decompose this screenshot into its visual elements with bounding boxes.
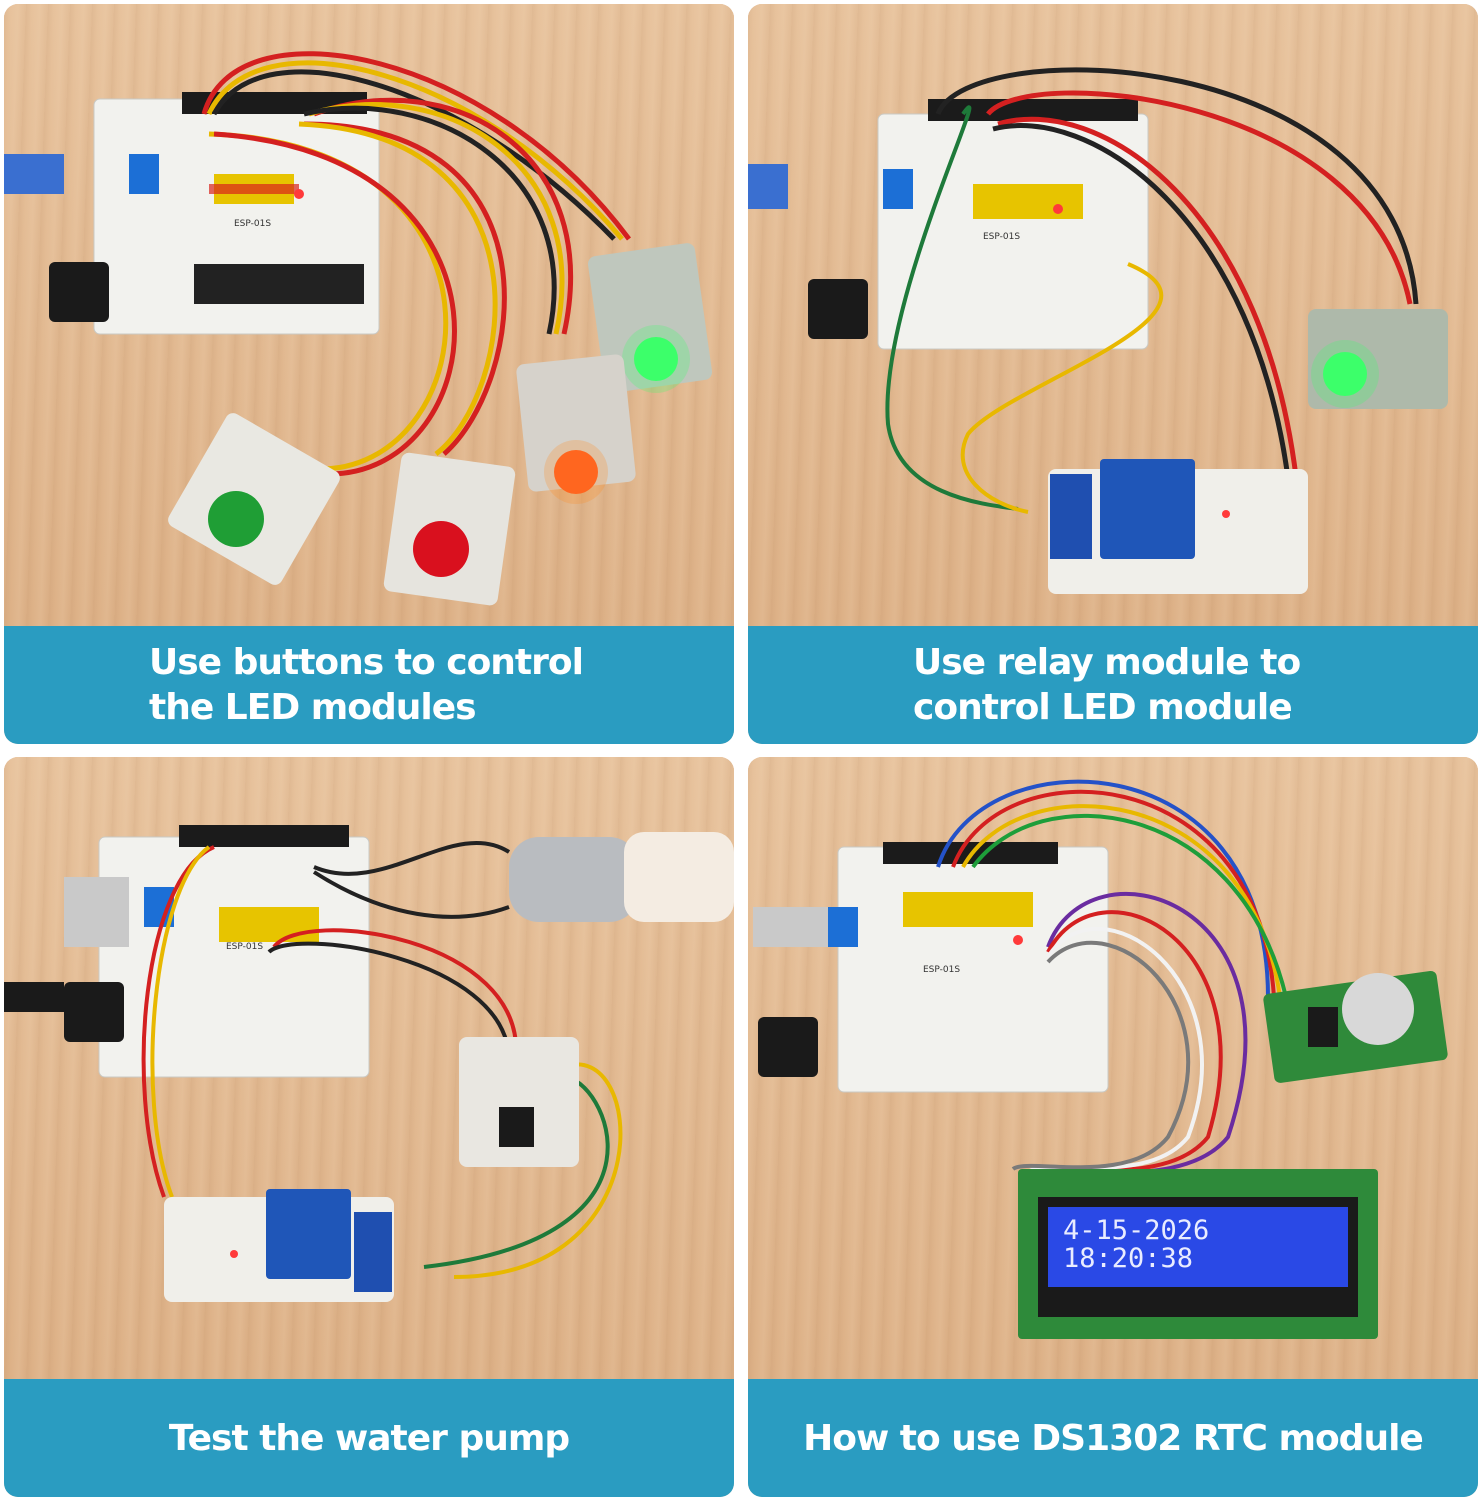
caption-line-2: the LED modules	[149, 687, 477, 728]
panel-rtc-module: ESP-01S 4-15-2026 18:20:38	[748, 757, 1478, 1497]
lcd-line-1: 4-15-2026	[1063, 1215, 1209, 1246]
caption-bar: Test the water pump	[4, 1379, 734, 1497]
usb-cable	[748, 164, 788, 209]
panel-relay-led: ESP-01S Use relay module to	[748, 4, 1478, 744]
shield-board: ESP-01S	[753, 842, 1109, 1093]
button-module-green	[168, 413, 340, 585]
rtc-module	[1263, 970, 1448, 1083]
lcd-module: 4-15-2026 18:20:38	[1018, 1169, 1378, 1339]
panel-buttons-led: ESP-01S	[4, 4, 734, 744]
board-label: ESP-01S	[226, 942, 263, 952]
lcd-line-2: 18:20:38	[1063, 1243, 1193, 1274]
photo-water-pump: ESP-01S	[4, 757, 734, 1379]
photo-rtc-module: ESP-01S 4-15-2026 18:20:38	[748, 757, 1478, 1379]
caption: Test the water pump	[19, 1416, 719, 1461]
caption-bar: How to use DS1302 RTC module	[748, 1379, 1478, 1497]
board-label: ESP-01S	[923, 965, 960, 975]
caption-line-1: How to use DS1302 RTC module	[803, 1417, 1424, 1459]
caption-bar: Use buttons to control the LED modules	[4, 626, 734, 744]
water-pump	[509, 832, 734, 922]
shield-board: ESP-01S	[49, 92, 380, 335]
power-adapter-module	[459, 1037, 579, 1167]
shield-board: ESP-01S	[64, 825, 370, 1078]
relay-module	[164, 1189, 394, 1302]
caption-bar: Use relay module to control LED module	[748, 626, 1478, 744]
board-label: ESP-01S	[983, 232, 1020, 242]
caption-line-2: control LED module	[913, 687, 1293, 728]
led-module-green	[1308, 309, 1448, 409]
photo-buttons-led: ESP-01S	[4, 4, 734, 626]
caption: How to use DS1302 RTC module	[763, 1416, 1463, 1461]
caption: Use buttons to control the LED modules	[149, 640, 589, 730]
caption-line-1: Use buttons to control	[149, 642, 584, 683]
caption: Use relay module to control LED module	[913, 640, 1313, 730]
board-label: ESP-01S	[234, 219, 271, 229]
caption-line-1: Test the water pump	[168, 1417, 570, 1459]
usb-cable	[4, 154, 64, 194]
panel-water-pump: ESP-01S	[4, 757, 734, 1497]
photo-relay-led: ESP-01S	[748, 4, 1478, 626]
relay-module	[1048, 459, 1308, 594]
button-module-red	[383, 452, 516, 606]
led-module-red	[516, 354, 636, 504]
caption-line-1: Use relay module to	[913, 642, 1301, 683]
